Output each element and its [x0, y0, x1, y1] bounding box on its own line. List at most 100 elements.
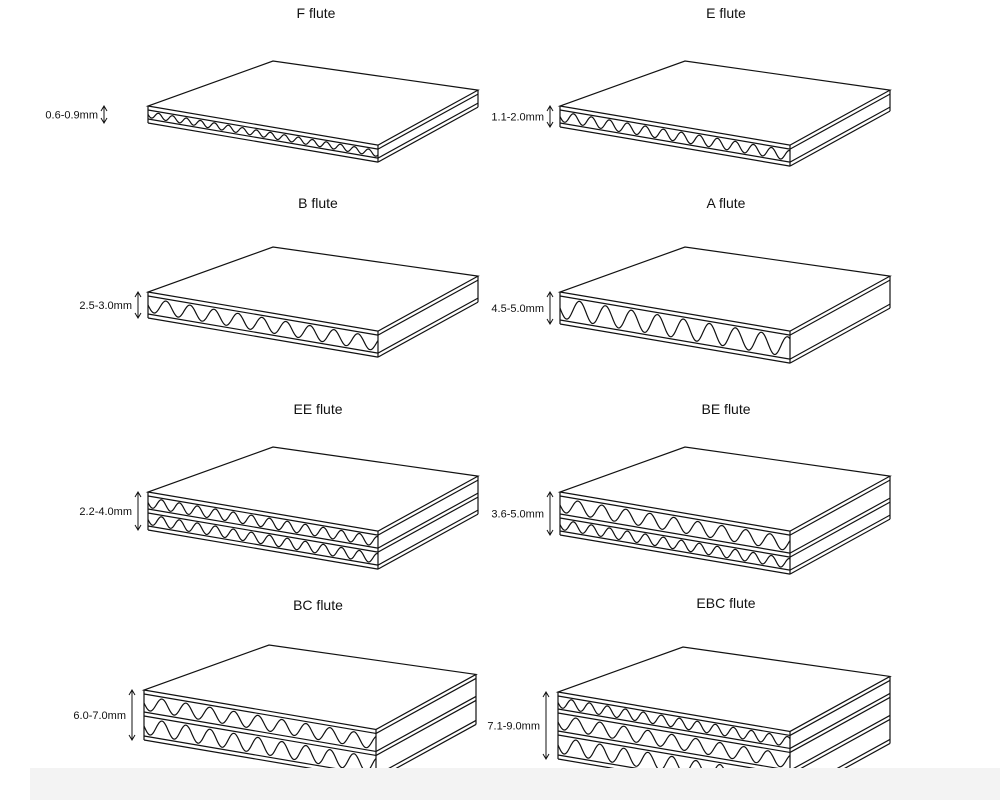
liner-edge	[143, 693, 377, 735]
side-edge	[377, 479, 479, 536]
side-edge	[377, 297, 479, 354]
arrow-down-icon	[134, 312, 142, 319]
footer-strip	[30, 768, 1000, 800]
flute-wave	[147, 499, 379, 546]
flute-wave	[559, 300, 791, 356]
side-edge	[377, 279, 479, 336]
liner-edge	[147, 495, 379, 536]
side-edge	[375, 695, 477, 752]
side-edge	[789, 303, 891, 360]
flute-board-f: F flute 0.6-0.9mm	[45, 5, 480, 163]
board-title: BC flute	[293, 597, 343, 613]
side-edge	[789, 514, 891, 571]
board-top-face	[557, 446, 892, 532]
side-edge	[789, 518, 891, 575]
flute-wave	[557, 717, 791, 768]
flute-edge	[559, 319, 791, 360]
side-edge	[789, 696, 891, 753]
arrow-down-icon	[542, 753, 550, 760]
liner-edge	[559, 534, 791, 575]
flute-edge	[557, 708, 791, 750]
arrow-up-icon	[546, 291, 554, 298]
side-edge	[789, 714, 891, 771]
flute-wave	[559, 500, 791, 551]
board-title: EBC flute	[696, 595, 755, 611]
side-edge	[789, 307, 891, 364]
flute-wave	[557, 699, 791, 746]
side-edge	[377, 301, 479, 358]
board-title: F flute	[297, 5, 336, 21]
flute-edge	[147, 525, 379, 566]
side-edge	[789, 110, 891, 167]
board-title: B flute	[298, 195, 338, 211]
flute-wave	[143, 698, 377, 749]
board-top-face	[555, 646, 892, 733]
thickness-label: 0.6-0.9mm	[45, 110, 98, 122]
arrow-up-icon	[134, 491, 142, 498]
flute-wave	[559, 113, 791, 160]
flute-wave	[147, 300, 379, 351]
side-edge	[789, 93, 891, 150]
flute-wave	[147, 516, 379, 563]
side-edge	[377, 106, 479, 163]
flute-edge	[143, 711, 377, 753]
flute-edge	[559, 530, 791, 571]
liner-edge	[143, 715, 377, 757]
board-title: A flute	[707, 195, 746, 211]
liner-edge	[147, 317, 379, 358]
board-title: E flute	[706, 5, 746, 21]
side-edge	[789, 718, 891, 775]
side-edge	[377, 102, 479, 159]
arrow-up-icon	[100, 105, 108, 112]
liner-edge	[559, 295, 791, 336]
board-top-face	[557, 60, 892, 146]
arrow-up-icon	[546, 491, 554, 498]
flute-board-bc: BC flute 6.0-7.0mm	[73, 597, 478, 781]
flute-edge	[147, 313, 379, 354]
side-edge	[375, 719, 477, 776]
flute-board-e: E flute 1.1-2.0mm	[491, 5, 892, 167]
side-edge	[377, 509, 479, 566]
arrow-up-icon	[546, 105, 554, 112]
flute-board-b: B flute 2.5-3.0mm	[79, 195, 480, 358]
liner-edge	[557, 734, 791, 776]
liner-edge	[559, 126, 791, 167]
side-edge	[789, 479, 891, 536]
thickness-label: 2.5-3.0mm	[79, 300, 132, 312]
flute-edge	[557, 730, 791, 772]
flute-wave	[147, 112, 379, 157]
board-top-face	[145, 60, 480, 146]
liner-edge	[557, 712, 791, 754]
flute-wave	[559, 521, 791, 568]
arrow-down-icon	[134, 524, 142, 531]
side-edge	[789, 501, 891, 558]
side-edge	[789, 692, 891, 749]
arrow-down-icon	[546, 121, 554, 128]
thickness-label: 1.1-2.0mm	[491, 112, 544, 124]
arrow-up-icon	[134, 291, 142, 298]
thickness-label: 7.1-9.0mm	[487, 721, 540, 733]
flute-edge	[559, 513, 791, 554]
board-top-face	[145, 246, 480, 332]
side-edge	[789, 279, 891, 336]
side-edge	[377, 93, 479, 150]
thickness-label: 3.6-5.0mm	[491, 509, 544, 521]
board-title: BE flute	[701, 401, 750, 417]
liner-edge	[147, 109, 379, 150]
arrow-down-icon	[128, 734, 136, 741]
flute-edge	[147, 118, 379, 159]
liner-edge	[559, 109, 791, 150]
liner-edge	[557, 695, 791, 737]
thickness-label: 6.0-7.0mm	[73, 710, 126, 722]
liner-edge	[559, 517, 791, 558]
side-edge	[377, 496, 479, 553]
arrow-down-icon	[546, 529, 554, 536]
arrow-down-icon	[100, 117, 108, 124]
arrow-up-icon	[128, 689, 136, 696]
flute-edge	[559, 122, 791, 163]
side-edge	[789, 106, 891, 163]
